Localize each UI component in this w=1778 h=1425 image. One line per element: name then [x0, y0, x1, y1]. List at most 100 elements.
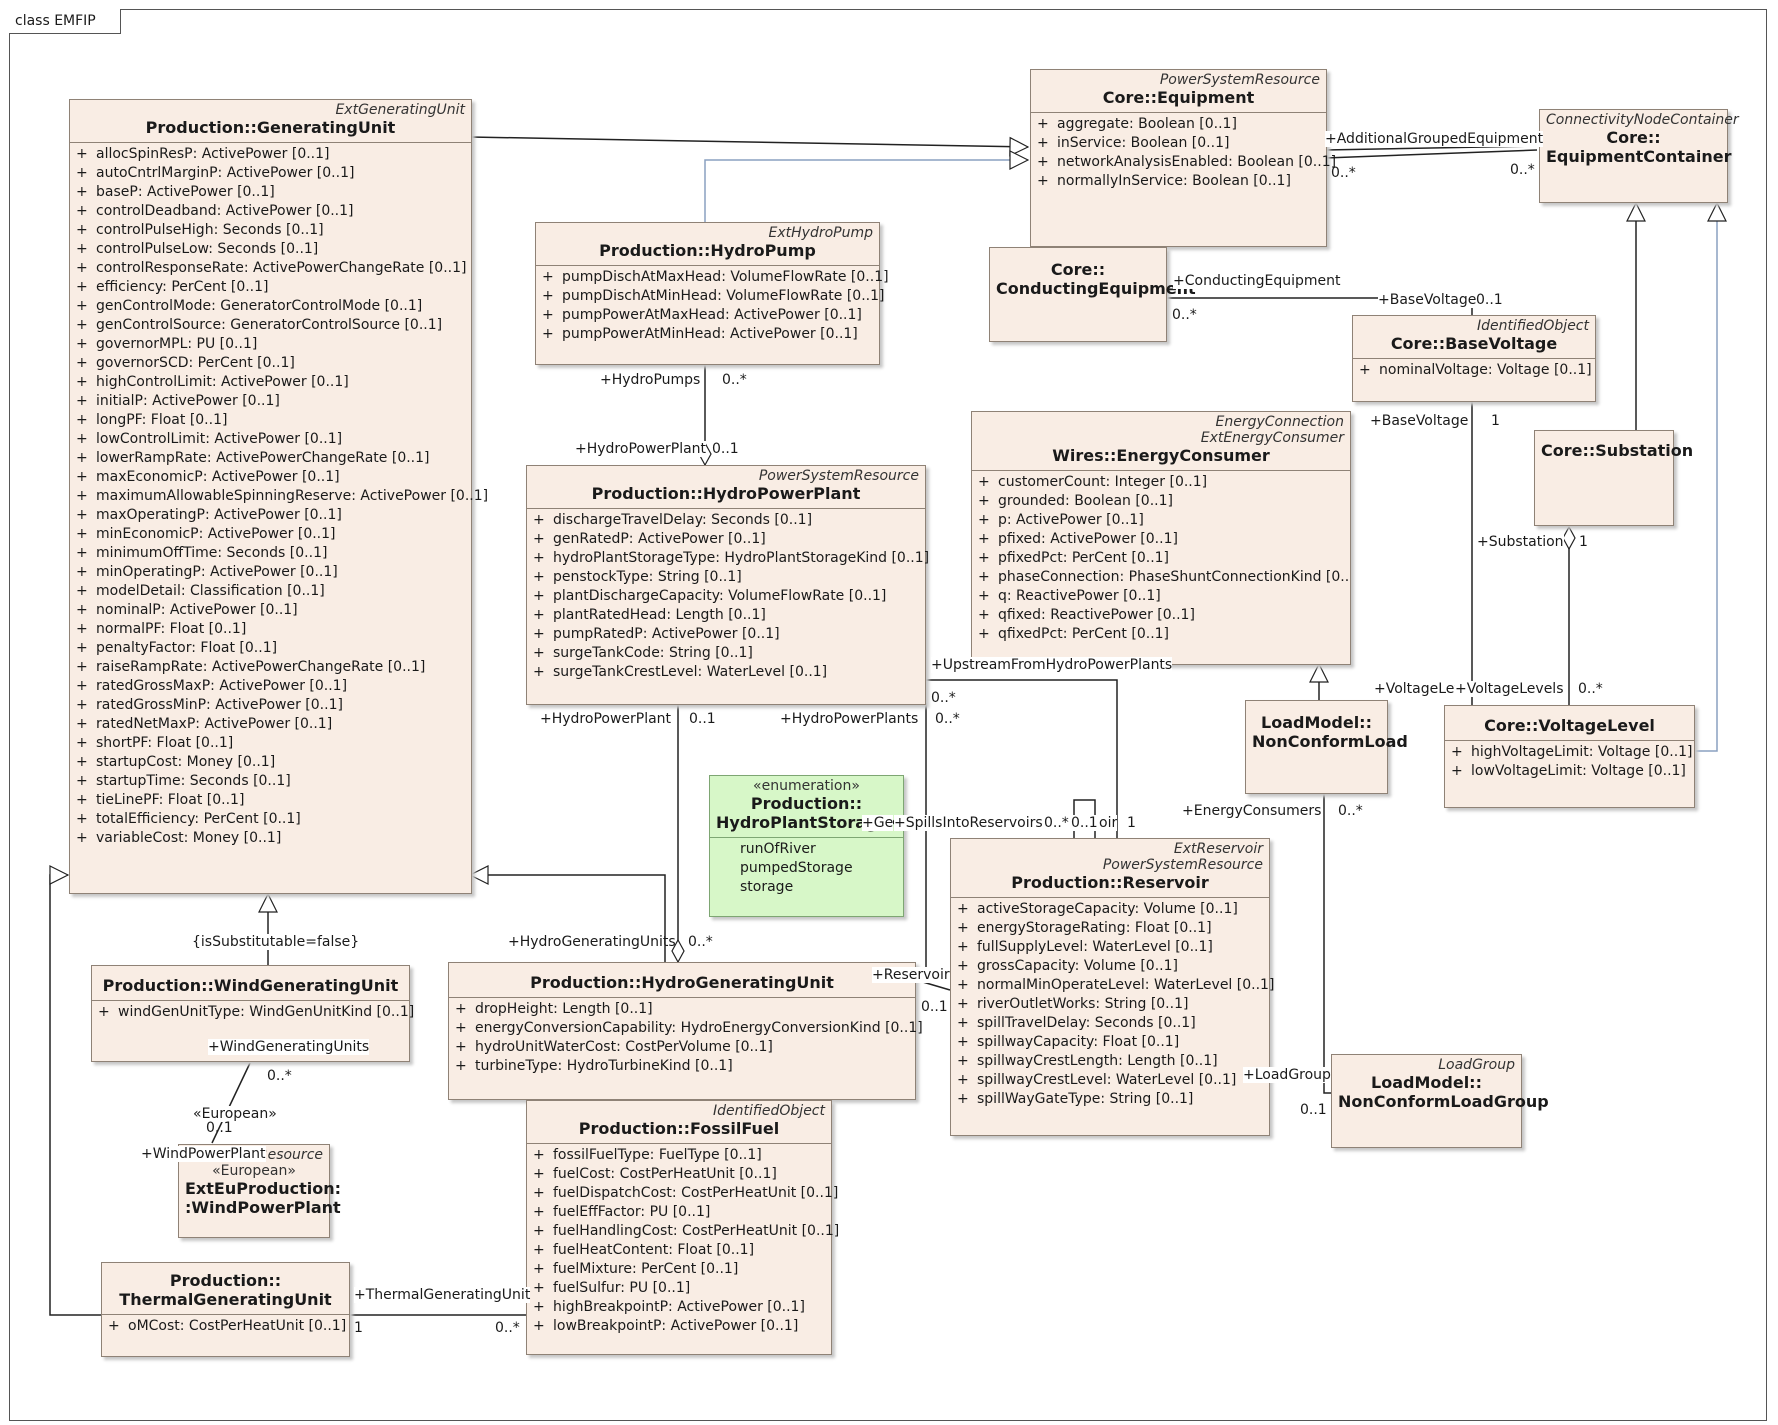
attribute-row: +fuelHeatContent: Float [0..1] — [527, 1241, 831, 1260]
class-generating-unit[interactable]: ExtGeneratingUnit Production::Generating… — [69, 99, 488, 894]
attribute-text: fuelSulfur: PU [0..1] — [553, 1280, 691, 1296]
class-name-line2: NonConformLoadGroup — [1338, 1092, 1549, 1111]
attribute-row: +activeStorageCapacity: Volume [0..1] — [951, 900, 1269, 919]
attribute-text: lowerRampRate: ActivePowerChangeRate [0.… — [96, 450, 430, 466]
class-equipment[interactable]: PowerSystemResource Core::Equipment +agg… — [1030, 69, 1336, 247]
stereotype: LoadGroup — [1438, 1057, 1515, 1073]
enum-hydro-plant-storage-kind[interactable]: «enumeration» Production:: HydroPlantSto… — [709, 775, 929, 917]
role-thermal-generating-unit: +ThermalGeneratingUnit — [354, 1287, 531, 1303]
class-voltage-level[interactable]: Core::VoltageLevel +highVoltageLimit: Vo… — [1444, 705, 1695, 808]
attribute-text: highBreakpointP: ActivePower [0..1] — [553, 1299, 805, 1315]
attribute-text: efficiency: PerCent [0..1] — [96, 279, 269, 295]
class-non-conform-load-group[interactable]: LoadGroup LoadModel:: NonConformLoadGrou… — [1331, 1054, 1549, 1148]
visibility-marker: + — [76, 450, 88, 466]
class-hydro-pump[interactable]: ExtHydroPump Production::HydroPump +pump… — [535, 222, 889, 365]
role-spills-into-reservoirs: +SpillsIntoReservoirs — [894, 815, 1043, 831]
class-name: Production::HydroPump — [599, 241, 816, 260]
attribute-list: +allocSpinResP: ActivePower [0..1]+autoC… — [70, 143, 488, 852]
role-hydro-generating-units: +HydroGeneratingUnits — [508, 934, 676, 950]
attribute-text: qfixed: ReactivePower [0..1] — [998, 607, 1195, 623]
attribute-row: +qfixed: ReactivePower [0..1] — [972, 606, 1350, 625]
visibility-marker: + — [76, 184, 88, 200]
class-thermal-generating-unit[interactable]: Production:: ThermalGeneratingUnit +oMCo… — [101, 1262, 350, 1357]
class-conducting-equipment[interactable]: Core:: ConductingEquipment — [989, 247, 1196, 342]
attribute-text: genControlMode: GeneratorControlMode [0.… — [96, 298, 423, 314]
mult-voltage-levels: 0..* — [1578, 681, 1603, 697]
equipment-to-container-b — [1324, 149, 1538, 159]
attribute-row: +maximumAllowableSpinningReserve: Active… — [70, 487, 488, 506]
attribute-text: fuelHandlingCost: CostPerHeatUnit [0..1] — [553, 1223, 840, 1239]
visibility-marker: + — [76, 716, 88, 732]
mult-base-voltage-vl: 1 — [1491, 413, 1500, 429]
visibility-marker: + — [76, 260, 88, 276]
class-name: Wires::EnergyConsumer — [1052, 446, 1270, 465]
visibility-marker: + — [76, 279, 88, 295]
attribute-row: +pfixed: ActivePower [0..1] — [972, 530, 1350, 549]
visibility-marker: + — [957, 1072, 969, 1088]
visibility-marker: + — [76, 165, 88, 181]
stereotype: IdentifiedObject — [712, 1103, 825, 1119]
role-wind-generating-units: +WindGeneratingUnits — [208, 1039, 370, 1055]
visibility-marker: + — [76, 640, 88, 656]
mult-equipment-b: 0..* — [1510, 162, 1535, 178]
attribute-row: +energyConversionCapability: HydroEnergy… — [449, 1019, 923, 1038]
attribute-row: +ratedNetMaxP: ActivePower [0..1] — [70, 715, 471, 734]
class-hydro-generating-unit[interactable]: Production::HydroGeneratingUnit +dropHei… — [448, 962, 923, 1100]
class-hydro-power-plant[interactable]: PowerSystemResource Production::HydroPow… — [526, 465, 929, 705]
attribute-text: spillwayCapacity: Float [0..1] — [977, 1034, 1180, 1050]
class-energy-consumer[interactable]: EnergyConnection ExtEnergyConsumer Wires… — [971, 411, 1351, 665]
group-link — [1323, 1090, 1331, 1094]
attribute-row: +ratedGrossMinP: ActivePower [0..1] — [70, 696, 471, 715]
visibility-marker: + — [76, 393, 88, 409]
attribute-list: +oMCost: CostPerHeatUnit [0..1] — [102, 1315, 349, 1340]
class-name: Core::BaseVoltage — [1390, 334, 1558, 353]
visibility-marker: + — [533, 1299, 545, 1315]
attribute-row: +baseP: ActivePower [0..1] — [70, 183, 471, 202]
attribute-row: +controlPulseLow: Seconds [0..1] — [70, 240, 471, 259]
class-name-line2: NonConformLoad — [1252, 732, 1408, 751]
stereotype-1: EnergyConnection — [1215, 414, 1344, 430]
class-wind-generating-unit[interactable]: Production::WindGeneratingUnit +windGenU… — [91, 965, 414, 1062]
attribute-text: riverOutletWorks: String [0..1] — [977, 996, 1189, 1012]
attribute-row: +dropHeight: Length [0..1] — [449, 1000, 915, 1019]
attribute-row: +governorMPL: PU [0..1] — [70, 335, 471, 354]
attribute-text: lowBreakpointP: ActivePower [0..1] — [553, 1318, 799, 1334]
attribute-text: pumpRatedP: ActivePower [0..1] — [553, 626, 780, 642]
attribute-row: +highControlLimit: ActivePower [0..1] — [70, 373, 471, 392]
attribute-text: dropHeight: Length [0..1] — [475, 1001, 653, 1017]
attribute-row: +pfixedPct: PerCent [0..1] — [972, 549, 1350, 568]
role-wind-power-plant: +WindPowerPlant — [141, 1146, 266, 1162]
stereotype: ConnectivityNodeContainer — [1546, 112, 1739, 128]
visibility-marker: + — [76, 773, 88, 789]
attribute-text: tieLinePF: Float [0..1] — [96, 792, 245, 808]
attribute-text: genControlSource: GeneratorControlSource… — [96, 317, 443, 333]
attribute-text: controlDeadband: ActivePower [0..1] — [96, 203, 354, 219]
mult-hydro-generating-units: 0..* — [688, 934, 713, 950]
attribute-row: +minOperatingP: ActivePower [0..1] — [70, 563, 471, 582]
visibility-marker: + — [76, 526, 88, 542]
class-fossil-fuel[interactable]: IdentifiedObject Production::FossilFuel … — [526, 1100, 839, 1355]
visibility-marker: + — [76, 298, 88, 314]
visibility-marker: + — [533, 569, 545, 585]
attribute-text: spillwayCrestLevel: WaterLevel [0..1] — [977, 1072, 1237, 1088]
visibility-marker: + — [533, 1261, 545, 1277]
stereotype: PowerSystemResource — [758, 468, 919, 484]
attribute-text: pumpDischAtMaxHead: VolumeFlowRate [0..1… — [562, 269, 889, 285]
class-name-line2: EquipmentContainer — [1546, 147, 1732, 166]
attribute-text: autoCntrlMarginP: ActivePower [0..1] — [96, 165, 355, 181]
class-base-voltage[interactable]: IdentifiedObject Core::BaseVoltage +nomi… — [1352, 315, 1596, 402]
mult-thermal: 1 — [354, 1320, 363, 1336]
class-reservoir[interactable]: ExtReservoir PowerSystemResource Product… — [950, 838, 1274, 1136]
visibility-marker: + — [76, 792, 88, 808]
visibility-marker: + — [76, 678, 88, 694]
class-non-conform-load[interactable]: LoadModel:: NonConformLoad — [1245, 700, 1408, 794]
class-substation[interactable]: Core::Substation — [1534, 430, 1693, 526]
attribute-text: minEconomicP: ActivePower [0..1] — [96, 526, 336, 542]
stereotype-2: ExtEnergyConsumer — [1200, 430, 1344, 446]
stereotype-2: PowerSystemResource — [1102, 857, 1263, 873]
visibility-marker: + — [76, 317, 88, 333]
class-equipment-container[interactable]: ConnectivityNodeContainer Core:: Equipme… — [1539, 109, 1739, 203]
role-load-group: +LoadGroup — [1243, 1067, 1331, 1083]
visibility-marker: + — [957, 977, 969, 993]
attribute-row: +pumpPowerAtMinHead: ActivePower [0..1] — [536, 325, 879, 344]
